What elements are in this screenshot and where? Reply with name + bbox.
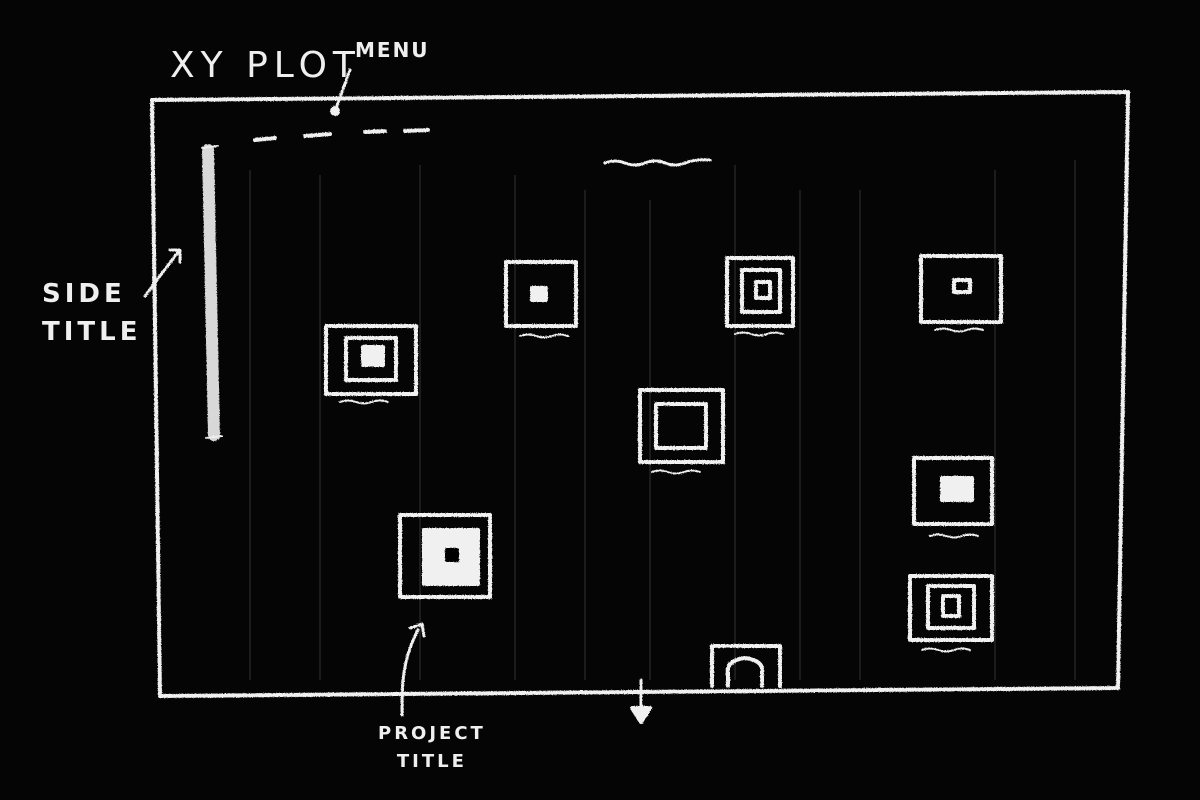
- project-tile-3[interactable]: [727, 258, 793, 326]
- side-title-line-2: TITLE: [42, 317, 142, 347]
- tile-6: [912, 456, 994, 539]
- project-tile-7[interactable]: [400, 515, 490, 597]
- bottom-arrow-head: [630, 706, 652, 724]
- project-tile-6[interactable]: [914, 458, 992, 524]
- tile-3: [725, 256, 795, 337]
- xy-plot-title: XY PLOT: [170, 45, 361, 86]
- tile-8: [908, 574, 994, 653]
- project-tile-8[interactable]: [910, 576, 992, 640]
- project-tile-4[interactable]: [921, 256, 1001, 322]
- project-title-label: PROJECT TITLE: [378, 720, 486, 776]
- tile-7: [398, 513, 492, 599]
- side-title-arrow: [143, 248, 182, 298]
- plot-frame: [150, 90, 1130, 698]
- side-title-label: SIDE TITLE: [42, 275, 141, 351]
- menu-label: MENU: [355, 38, 430, 62]
- project-title-line-1: PROJECT: [378, 723, 486, 744]
- menu-arrow: [334, 68, 352, 110]
- side-title-line-1: SIDE: [42, 279, 126, 309]
- tile-9: [710, 644, 782, 688]
- menu-bar[interactable]: [250, 122, 435, 146]
- plot-grid-lines: [249, 160, 1076, 680]
- project-tile-9[interactable]: [712, 646, 780, 686]
- project-title-line-2: TITLE: [396, 751, 467, 772]
- project-tile-2[interactable]: [506, 262, 576, 326]
- menu-arrow-dot: [330, 106, 340, 116]
- side-title-bar: [202, 144, 220, 441]
- tile-4: [919, 254, 1003, 333]
- tile-1: [324, 324, 418, 405]
- project-tile-5[interactable]: [640, 390, 723, 462]
- project-tile-1[interactable]: [326, 326, 416, 394]
- header-squiggle: [603, 158, 712, 167]
- menu-bar-dashes: [253, 128, 430, 142]
- side-title-bar-edge: [201, 145, 223, 439]
- tile-2: [504, 260, 578, 339]
- tile-5: [638, 388, 725, 475]
- project-title-arrow: [400, 622, 426, 717]
